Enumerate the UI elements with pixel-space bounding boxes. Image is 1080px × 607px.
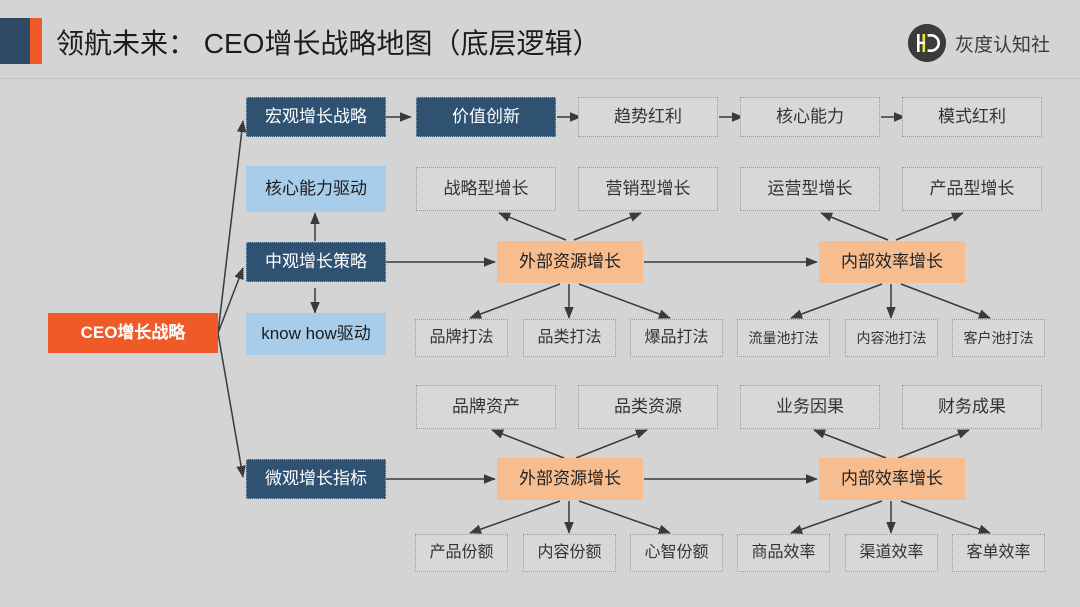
node-play-traffic-pool[interactable]: 流量池打法 (737, 319, 830, 357)
node-model-dividend[interactable]: 模式红利 (902, 97, 1042, 137)
brand-name: 灰度认知社 (954, 34, 1050, 56)
node-tier-knowhow-driver[interactable]: know how驱动 (246, 313, 386, 355)
node-play-category[interactable]: 品类打法 (523, 319, 616, 357)
hd-logo-icon (907, 24, 946, 62)
node-metric-content-share[interactable]: 内容份额 (523, 534, 616, 572)
node-meso-internal-efficiency-growth[interactable]: 内部效率增长 (819, 241, 965, 283)
node-growth-type-marketing[interactable]: 营销型增长 (578, 167, 718, 211)
node-trend-dividend[interactable]: 趋势红利 (578, 97, 718, 137)
node-asset-brand[interactable]: 品牌资产 (416, 385, 556, 429)
node-growth-type-operational[interactable]: 运营型增长 (740, 167, 880, 211)
node-tier-meso-growth-tactics[interactable]: 中观增长策略 (246, 242, 386, 282)
node-micro-external-resource-growth[interactable]: 外部资源增长 (497, 458, 643, 500)
node-core-capability[interactable]: 核心能力 (740, 97, 880, 137)
node-play-content-pool[interactable]: 内容池打法 (845, 319, 938, 357)
node-play-customer-pool[interactable]: 客户池打法 (952, 319, 1045, 357)
node-growth-type-product[interactable]: 产品型增长 (902, 167, 1042, 211)
node-metric-customer-order-efficiency[interactable]: 客单效率 (952, 534, 1045, 572)
node-asset-category[interactable]: 品类资源 (578, 385, 718, 429)
brand-logo: 灰度认知社 (907, 24, 1050, 62)
page-title: 领航未来： CEO增长战略地图（底层逻辑） (56, 28, 601, 59)
node-growth-type-strategic[interactable]: 战略型增长 (416, 167, 556, 211)
header-divider (0, 78, 1080, 79)
node-play-hit-product[interactable]: 爆品打法 (630, 319, 723, 357)
node-meso-external-resource-growth[interactable]: 外部资源增长 (497, 241, 643, 283)
node-metric-channel-efficiency[interactable]: 渠道效率 (845, 534, 938, 572)
node-root-ceo-growth-strategy[interactable]: CEO增长战略 (48, 313, 218, 353)
node-micro-internal-efficiency-growth[interactable]: 内部效率增长 (819, 458, 965, 500)
node-tier-core-capability-driver[interactable]: 核心能力驱动 (246, 166, 386, 212)
node-metric-merchandise-efficiency[interactable]: 商品效率 (737, 534, 830, 572)
header-accent-orange (30, 18, 42, 64)
node-outcome-business-causality[interactable]: 业务因果 (740, 385, 880, 429)
node-play-brand[interactable]: 品牌打法 (415, 319, 508, 357)
node-tier-macro-growth-strategy[interactable]: 宏观增长战略 (246, 97, 386, 137)
node-metric-mind-share[interactable]: 心智份额 (630, 534, 723, 572)
node-metric-product-share[interactable]: 产品份额 (415, 534, 508, 572)
node-tier-micro-growth-metrics[interactable]: 微观增长指标 (246, 459, 386, 499)
node-outcome-financial-result[interactable]: 财务成果 (902, 385, 1042, 429)
node-value-innovation[interactable]: 价值创新 (416, 97, 556, 137)
header-accent-navy (0, 18, 30, 64)
